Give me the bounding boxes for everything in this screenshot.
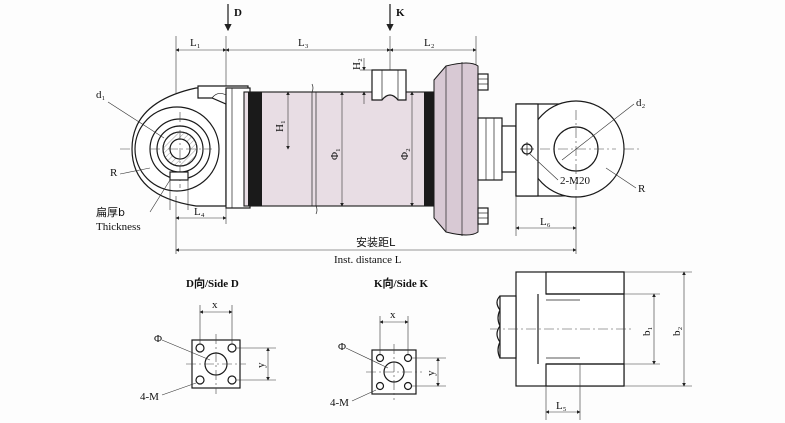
label-m20: 2-M20 [529,153,590,187]
dim-l3: L₃ [298,37,309,49]
dim-l4: L₄ [194,206,205,218]
front-flange [433,62,517,236]
dim-l4-group: L₄ [175,196,227,254]
marker-d-label: D [234,7,242,19]
side-d-y: y [255,362,267,368]
label-r-right: R [605,167,646,195]
side-d-m: 4-M [140,391,159,403]
marker-d: D [224,4,242,32]
dim-phi2: Φ₂ [399,148,411,160]
dim-l6: L₆ [540,216,551,228]
side-k-view: K向/Side K x y Φ 4-M [330,276,446,409]
install-cn: 安装距L [356,235,396,249]
dim-h1: H₁ [274,120,286,132]
dim-r-right: R [638,183,646,195]
dim-install: 安装距L Inst. distance L [175,235,577,266]
side-k-x: x [390,309,396,321]
side-k-phi: Φ [338,341,346,353]
side-k-title: K向/Side K [374,276,429,290]
dim-d1: d₁ [96,89,106,101]
label-thickness: 扁厚b Thickness [96,172,189,233]
side-d-x: x [212,299,218,311]
label-r-left: R [110,167,151,179]
dim-d2: d₂ [636,97,646,109]
marker-k: K [386,4,405,32]
side-d-phi: Φ [154,333,162,345]
side-k-m: 4-M [330,397,349,409]
dim-r-left: R [110,167,118,179]
dim-h2: H₂ [351,58,363,70]
dim-m20: 2-M20 [560,175,590,187]
side-k-y: y [425,370,437,376]
dim-l6-group: L₆ [515,196,577,254]
dim-b2: b₂ [671,327,683,337]
thickness-cn: 扁厚b [96,206,125,219]
marker-k-label: K [396,7,405,19]
dim-l1: L₁ [190,37,201,49]
clevis-top-view: b₁ b₂ L₅ [490,271,692,420]
dim-b1: b₁ [641,327,653,337]
thickness-en: Thickness [96,221,141,233]
dim-l2: L₂ [424,37,435,49]
right-rod-eye [515,100,625,198]
label-d2: d₂ [561,97,646,161]
front-port: H₂ [351,58,407,104]
dim-l5: L₅ [556,400,567,412]
side-d-title: D向/Side D [186,276,239,290]
top-dimensions: L₁ L₃ L₂ [175,36,477,95]
install-en: Inst. distance L [334,254,402,266]
cylinder-barrel: H₁ Φ₁ Φ₂ [243,83,435,215]
label-d1: d₁ [96,89,165,139]
dim-phi1: Φ₁ [329,148,341,160]
side-d-view: D向/Side D x y Φ 4-M [140,276,276,403]
